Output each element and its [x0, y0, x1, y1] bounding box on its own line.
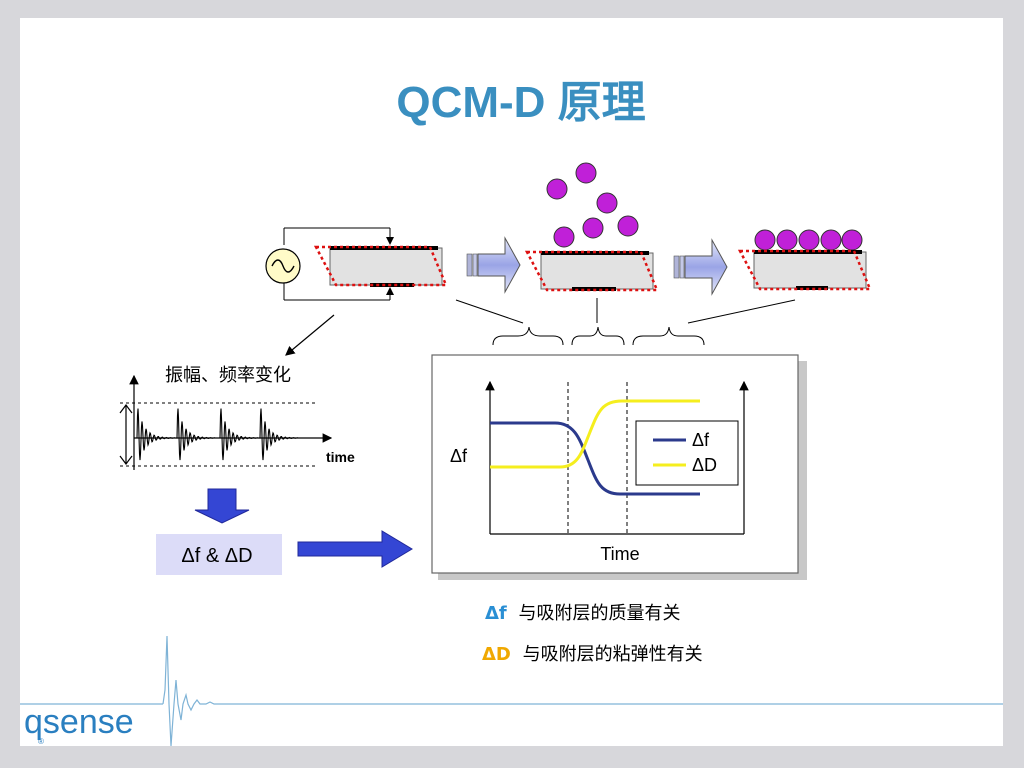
brace-group	[492, 326, 705, 346]
note-delta-f-text: 与吸附层的质量有关	[519, 603, 681, 624]
legend-delta-d: ΔD	[692, 455, 717, 475]
notes: Δf 与吸附层的质量有关 ΔD 与吸附层的粘弹性有关	[482, 603, 703, 665]
result-label: Δf & ΔD	[181, 545, 252, 567]
right-arrow	[297, 530, 413, 568]
logo-registered: ®	[38, 737, 44, 746]
sensor-2	[524, 162, 659, 292]
delta-f-curve	[490, 421, 700, 496]
molecules-adsorbed	[754, 229, 863, 251]
process-arrow-2	[673, 238, 728, 296]
oscillation-panel: 振幅、频率变化 time	[119, 365, 355, 470]
time-axis-label: time	[326, 449, 355, 465]
plot-x-label: Time	[600, 544, 639, 564]
sensor-3	[737, 229, 872, 291]
delta-d-curve	[490, 399, 700, 469]
molecules-falling	[546, 162, 639, 248]
page-title: QCM-D 原理	[396, 78, 645, 127]
note-delta-f-symbol: Δf	[485, 603, 507, 624]
plot-y-label: Δf	[450, 446, 468, 466]
plot-legend: Δf ΔD	[635, 420, 739, 486]
logo-text: qsense	[24, 703, 134, 741]
note-delta-f: Δf 与吸附层的质量有关	[485, 603, 681, 624]
down-arrow	[194, 488, 250, 524]
response-plot: Δf Time Δf ΔD	[431, 354, 807, 580]
qcmd-diagram: QCM-D 原理	[20, 78, 1003, 746]
process-arrow-1	[466, 236, 521, 294]
qsense-logo: qsense ®	[20, 635, 1003, 746]
note-delta-d-text: 与吸附层的粘弹性有关	[523, 644, 703, 665]
oscillation-caption: 振幅、频率变化	[165, 365, 291, 386]
sensor-1	[265, 227, 448, 301]
oscillation-wave	[136, 408, 319, 461]
legend-delta-f: Δf	[692, 430, 710, 450]
note-delta-d: ΔD 与吸附层的粘弹性有关	[482, 644, 703, 665]
slide: QCM-D 原理	[20, 18, 1003, 746]
note-delta-d-symbol: ΔD	[482, 644, 511, 665]
result-box	[156, 534, 282, 575]
